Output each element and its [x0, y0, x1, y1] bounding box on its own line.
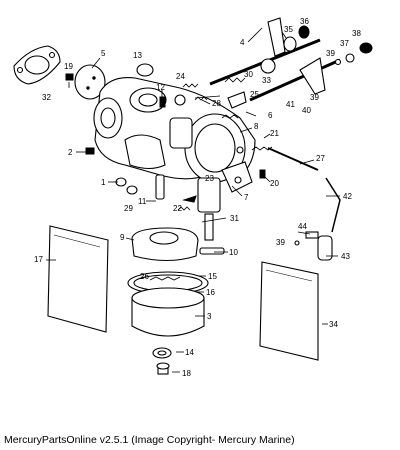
carburetor-body [93, 77, 256, 183]
needle-part-31 [204, 213, 214, 241]
callout-21: 21 [270, 129, 279, 138]
screw-part-2 [85, 147, 95, 155]
callout-7: 7 [244, 193, 249, 202]
float-part-43 [317, 235, 333, 261]
callout-3: 3 [207, 312, 212, 321]
callout-19: 19 [64, 62, 73, 71]
nut-part-35 [283, 36, 297, 52]
callout-2: 2 [68, 148, 73, 157]
arm-part-41 [299, 57, 326, 95]
callout-6: 6 [268, 111, 273, 120]
cap-part-13 [136, 63, 154, 77]
bowl-part-3 [131, 287, 205, 337]
screw-part-19 [65, 73, 74, 88]
callout-31: 31 [230, 214, 239, 223]
callout-39-top: 39 [326, 49, 335, 58]
leader-lines [46, 27, 340, 373]
callout-23: 23 [205, 174, 214, 183]
spring-part-8 [221, 114, 239, 119]
washer-part-14 [152, 347, 172, 359]
pin-part-10 [199, 247, 225, 255]
shaft-part-6 [249, 58, 341, 102]
callout-39-right: 39 [276, 238, 285, 247]
screw-part-37 [345, 53, 355, 63]
callout-40: 40 [302, 106, 311, 115]
callout-28: 28 [212, 99, 221, 108]
screw-part-38 [359, 42, 373, 54]
washer-part-39-right [294, 240, 300, 246]
callout-29: 29 [124, 204, 133, 213]
callout-4: 4 [240, 38, 245, 47]
callout-33: 33 [262, 76, 271, 85]
callout-9: 9 [120, 233, 125, 242]
knob-part-33 [260, 58, 276, 74]
screw-part-20 [259, 169, 266, 179]
callout-27: 27 [316, 154, 325, 163]
tube-part-11 [155, 174, 165, 200]
spring-part-30 [224, 77, 246, 83]
callout-37: 37 [340, 39, 349, 48]
callout-22: 22 [173, 204, 182, 213]
gasket-sheet-part-17 [47, 225, 109, 333]
bracket-part-7 [221, 161, 253, 193]
callout-15: 15 [208, 272, 217, 281]
carburetor-exploded-diagram: 1 2 3 4 5 6 7 8 9 10 11 12 13 14 15 16 1… [13, 17, 373, 378]
bolt-part-12 [159, 96, 166, 108]
washer-part-39-top [334, 58, 342, 66]
spring-part-26 [149, 276, 181, 281]
callout-35: 35 [284, 25, 293, 34]
callout-12: 12 [156, 83, 165, 92]
callout-38: 38 [352, 29, 361, 38]
arrow-icon [182, 195, 197, 203]
callout-42: 42 [343, 192, 352, 201]
fitting-part-25 [227, 91, 247, 109]
wire-part-42 [325, 177, 341, 233]
float-part-9 [131, 227, 199, 262]
needle-seat-part-23 [197, 177, 221, 213]
callout-18: 18 [182, 369, 191, 378]
callout-11: 11 [138, 197, 147, 206]
screw-part-29 [126, 185, 138, 195]
clip-part-22 [177, 206, 191, 211]
callout-36: 36 [300, 17, 309, 26]
callout-24: 24 [176, 72, 185, 81]
gasket-sheet-part-34 [259, 261, 319, 361]
callout-8: 8 [254, 122, 259, 131]
image-caption: MercuryPartsOnline v2.5.1 (Image Copyrig… [4, 434, 295, 446]
callout-34: 34 [329, 320, 338, 329]
callout-39-mid: 39 [310, 93, 319, 102]
callout-5: 5 [101, 49, 106, 58]
callout-41: 41 [286, 100, 295, 109]
callout-43: 43 [341, 252, 350, 261]
spring-part-28 [194, 96, 208, 101]
callout-16: 16 [206, 288, 215, 297]
callout-13: 13 [133, 51, 142, 60]
callout-32: 32 [42, 93, 51, 102]
callout-14: 14 [185, 348, 194, 357]
callout-10: 10 [229, 248, 238, 257]
plug-part-18 [156, 362, 170, 375]
plate-part-5 [74, 64, 106, 100]
callout-labels: 1 2 3 4 5 6 7 8 9 10 11 12 13 14 15 16 1… [34, 17, 361, 378]
callout-1: 1 [101, 178, 106, 187]
callout-30: 30 [244, 70, 253, 79]
callout-44: 44 [298, 222, 307, 231]
callout-26: 26 [140, 272, 149, 281]
needle-part-27 [267, 147, 319, 171]
callout-17: 17 [34, 255, 43, 264]
spring-part-24 [182, 83, 199, 88]
pin-part-44 [305, 231, 319, 239]
nut-part-36 [298, 25, 310, 39]
screw-part-21 [251, 146, 273, 151]
callout-25: 25 [250, 90, 259, 99]
callout-20: 20 [270, 179, 279, 188]
gasket-part-15 [127, 271, 209, 295]
gasket-part-32 [13, 45, 61, 85]
